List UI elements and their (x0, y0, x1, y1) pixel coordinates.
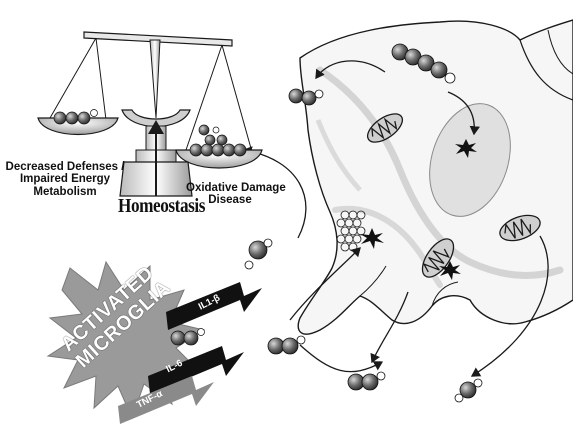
molecule-icon (245, 239, 272, 269)
label-line: Decreased Defenses / (2, 161, 128, 173)
molecule-icon (455, 379, 482, 402)
label-line: Oxidative Damage (186, 182, 274, 194)
molecule-icon (268, 336, 305, 354)
homeostasis-label: Homeostasis (118, 196, 182, 218)
molecule-icon (190, 125, 246, 156)
molecule-icon (348, 372, 385, 390)
label-line: Impaired Energy (2, 173, 128, 185)
arrow (300, 345, 382, 372)
label-line: Metabolism (2, 186, 128, 198)
decreased-defenses-label: Decreased Defenses / Impaired Energy Met… (2, 161, 128, 198)
